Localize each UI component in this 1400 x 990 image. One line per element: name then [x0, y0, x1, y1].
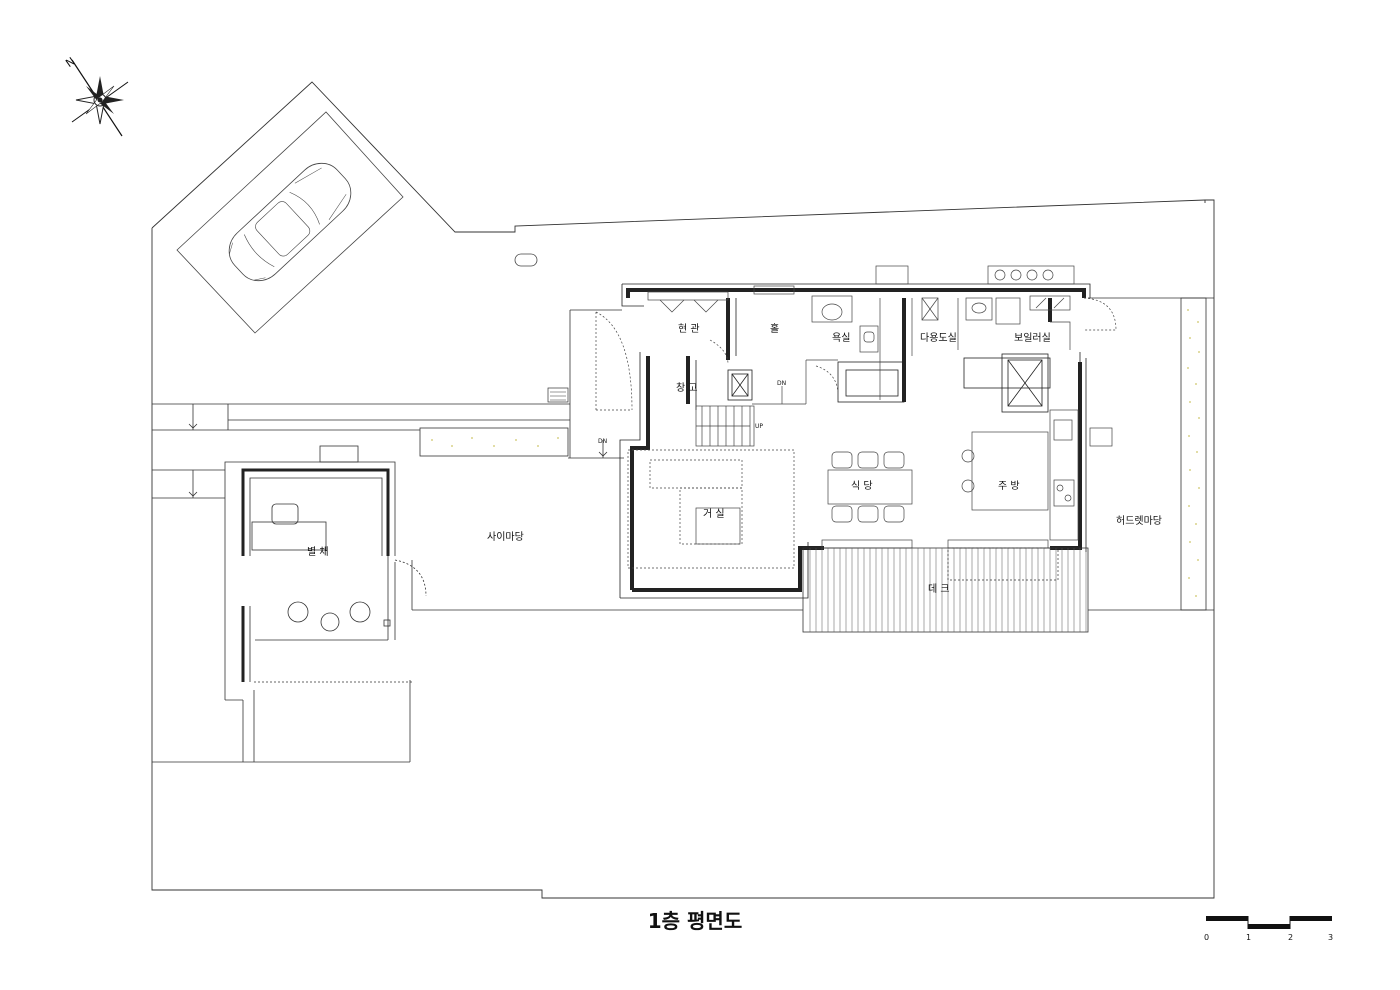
label-utility: 다용도실 — [920, 332, 957, 344]
scale-bar — [1206, 916, 1332, 929]
scale-tick-2: 2 — [1288, 933, 1294, 942]
step-arrows — [188, 423, 608, 497]
label-herb-yard: 허드렛마당 — [1116, 515, 1162, 527]
compass-icon — [71, 59, 129, 137]
label-annex: 별 채 — [307, 546, 329, 558]
herb-garden-strip — [1180, 297, 1207, 611]
annex-building — [224, 445, 427, 762]
scale-tick-0: 0 — [1204, 933, 1210, 942]
label-side-yard: 사이마당 — [487, 531, 524, 543]
label-living: 거 실 — [703, 508, 725, 520]
label-boiler: 보일러실 — [1014, 332, 1051, 344]
label-hall: 홀 — [770, 322, 779, 335]
car-icon — [228, 162, 352, 282]
label-entrance: 현 관 — [678, 323, 700, 335]
label-kitchen: 주 방 — [998, 480, 1020, 492]
label-dining: 식 당 — [851, 480, 873, 492]
label-deck: 데 크 — [928, 583, 950, 595]
room-labels: 현 관 홀 욕실 다용도실 보일러실 창 고 거 실 식 당 주 방 데 크 별… — [307, 322, 1162, 595]
interior-details — [595, 265, 1117, 569]
site-lines — [152, 297, 1214, 763]
site-boundary — [151, 81, 1215, 899]
marker-dn-hall: DN — [777, 380, 786, 387]
label-bath: 욕실 — [832, 332, 850, 344]
page-title: 1층 평면도 — [647, 909, 743, 933]
label-storage: 창 고 — [676, 382, 698, 394]
deck — [802, 547, 1089, 633]
scale-tick-3: 3 — [1328, 933, 1334, 942]
scale-tick-1: 1 — [1246, 933, 1252, 942]
planter-icon — [514, 253, 538, 267]
side-garden-strip — [419, 427, 569, 457]
compass-north-label: N — [63, 55, 77, 70]
vent-icon — [547, 387, 569, 403]
marker-dn-yard: DN — [598, 438, 607, 445]
parking-space — [176, 111, 404, 334]
marker-up-stairs: UP — [755, 423, 763, 430]
